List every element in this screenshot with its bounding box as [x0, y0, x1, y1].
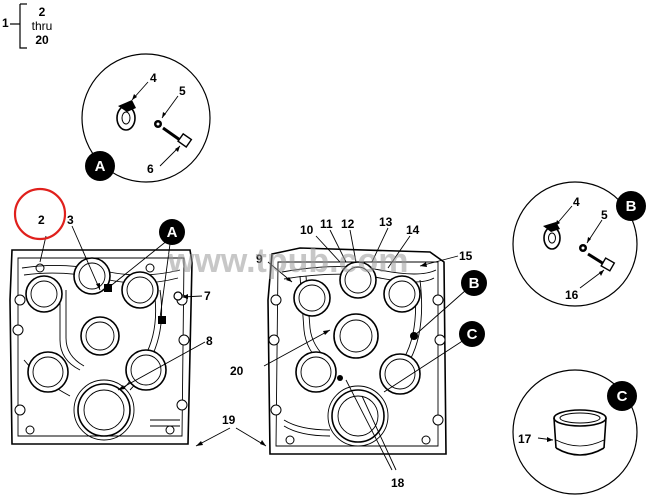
right-timing-plate: 9 10 11 12 13 14 15 20 18 B C: [230, 215, 487, 490]
legend-line-3: 20: [35, 33, 49, 47]
callout-6: 6: [147, 162, 154, 176]
badge-plate-a: A: [167, 224, 178, 241]
callout-11: 11: [320, 217, 333, 231]
legend-index: 1: [2, 16, 9, 30]
highlight-circle: [13, 187, 67, 241]
callout-5b: 5: [601, 208, 608, 222]
callout-14: 14: [406, 223, 420, 237]
legend-bracket: 1 2 thru 20: [2, 3, 53, 49]
callout-13: 13: [379, 215, 393, 229]
callout-3: 3: [67, 213, 74, 227]
callout-18: 18: [391, 476, 405, 490]
callout-20: 20: [230, 364, 244, 378]
legend-line-2: thru: [32, 19, 53, 33]
callout-8: 8: [206, 334, 213, 348]
callout-12: 12: [341, 217, 355, 231]
callout-16: 16: [565, 288, 579, 302]
callout-7: 7: [204, 289, 211, 303]
badge-detail-c: C: [617, 388, 628, 405]
badge-detail-a: A: [95, 158, 106, 175]
callout-2: 2: [38, 213, 45, 227]
callout-9: 9: [256, 252, 263, 266]
callout-4a: 4: [150, 71, 157, 85]
badge-plate-c: C: [467, 326, 478, 343]
callout-4b: 4: [573, 195, 580, 209]
callout-10: 10: [300, 223, 314, 237]
watermark: www.tpub.com: [167, 242, 409, 280]
left-timing-plate: 2 3 7 8 A: [9, 187, 213, 445]
badge-detail-b: B: [626, 198, 637, 215]
legend-line-1: 2: [39, 5, 46, 19]
detail-a: 4 5 6 A: [81, 53, 211, 183]
callout-19: 19: [222, 413, 236, 427]
badge-plate-b: B: [469, 275, 480, 292]
callout-17: 17: [518, 432, 532, 446]
detail-c: 17 C: [512, 369, 638, 495]
callout-5a: 5: [179, 84, 186, 98]
callout-15: 15: [459, 249, 473, 263]
callout-19-group: 19: [195, 413, 267, 447]
detail-b: 4 5 16 B: [512, 181, 646, 307]
